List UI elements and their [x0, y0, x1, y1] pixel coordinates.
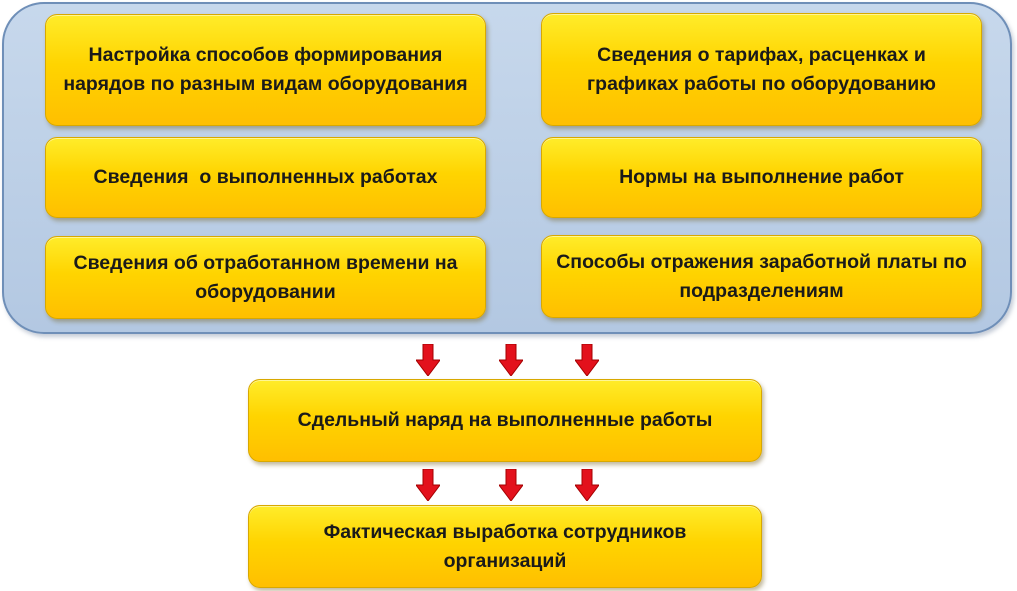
- box-order-setup-label: Настройка способов формирования нарядов …: [63, 44, 468, 95]
- box-completed-work-label: Сведения о выполненных работах: [93, 166, 438, 188]
- box-tariffs-label: Сведения о тарифах, расценках и графиках…: [587, 43, 936, 95]
- down-arrow-icon: [575, 469, 599, 501]
- box-order-setup: Настройка способов формирования нарядов …: [45, 14, 486, 126]
- box-worked-time-label: Сведения об отработанном времени на обор…: [73, 251, 458, 303]
- down-arrow-icon: [416, 344, 440, 376]
- down-arrow-icon: [416, 469, 440, 501]
- box-actual-output: Фактическая выработка сотрудников органи…: [248, 505, 762, 588]
- box-completed-work: Сведения о выполненных работах: [45, 137, 486, 218]
- down-arrow-icon: [575, 344, 599, 376]
- box-work-norms-label: Нормы на выполнение работ: [619, 166, 904, 188]
- down-arrow-icon: [499, 344, 523, 376]
- box-salary-reflection: Способы отражения заработной платы по по…: [541, 235, 982, 318]
- box-salary-reflection-label: Способы отражения заработной платы по по…: [556, 250, 967, 302]
- box-worked-time: Сведения об отработанном времени на обор…: [45, 236, 486, 319]
- down-arrow-icon: [499, 469, 523, 501]
- box-actual-output-label: Фактическая выработка сотрудников органи…: [323, 520, 687, 572]
- box-piecework-order-label: Сдельный наряд на выполненные работы: [297, 409, 713, 431]
- box-tariffs: Сведения о тарифах, расценках и графиках…: [541, 13, 982, 126]
- box-work-norms: Нормы на выполнение работ: [541, 137, 982, 218]
- box-piecework-order: Сдельный наряд на выполненные работы: [248, 379, 762, 462]
